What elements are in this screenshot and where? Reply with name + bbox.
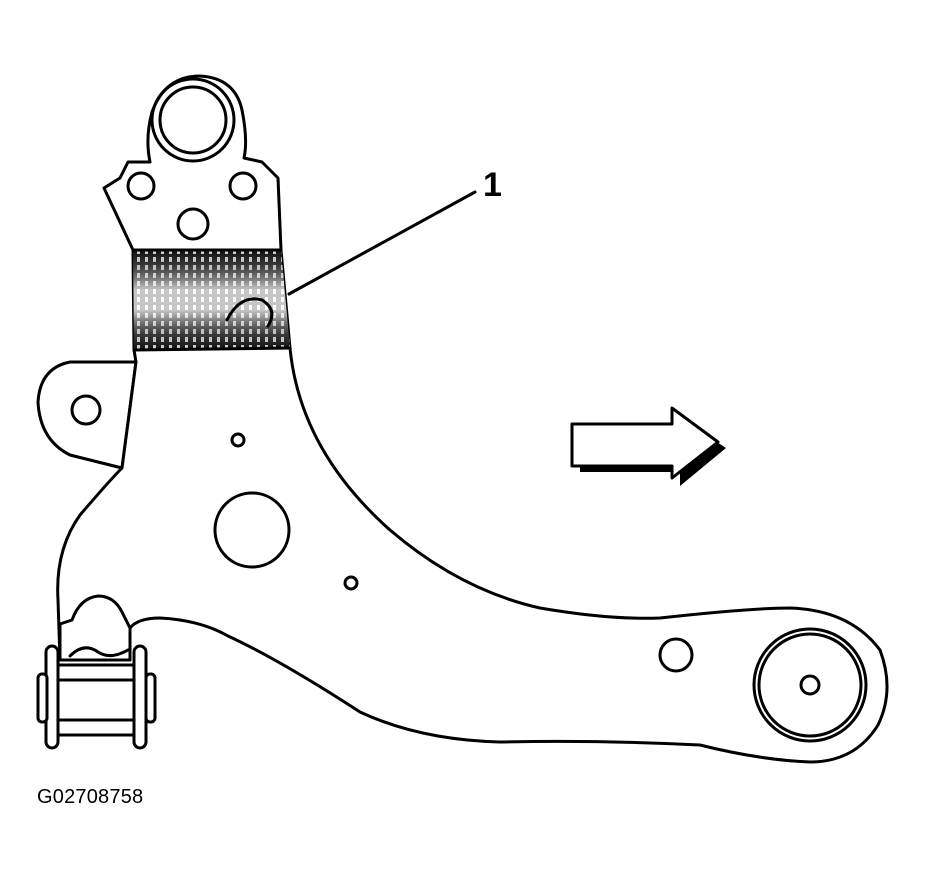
callout-leader-line bbox=[287, 190, 477, 296]
highlight-band bbox=[131, 248, 292, 352]
arrow-right-icon bbox=[570, 406, 726, 486]
callout-number: 1 bbox=[483, 166, 502, 204]
rear-bushing bbox=[752, 627, 868, 743]
control-arm-body bbox=[56, 74, 889, 764]
arm-hole bbox=[658, 637, 694, 673]
ball-joint-inner bbox=[158, 85, 228, 155]
bolt-hole-left bbox=[126, 171, 156, 201]
front-bushing bbox=[36, 594, 157, 750]
side-tab bbox=[36, 360, 138, 470]
side-tab-hole bbox=[70, 394, 102, 426]
small-hole-lower bbox=[343, 575, 359, 591]
large-hole bbox=[213, 491, 291, 569]
figure-id: G02708758 bbox=[37, 786, 144, 808]
ball-joint-outer bbox=[150, 77, 236, 163]
small-hole-upper bbox=[230, 432, 246, 448]
bolt-hole-right bbox=[228, 171, 258, 201]
bolt-hole-lower bbox=[176, 207, 210, 241]
